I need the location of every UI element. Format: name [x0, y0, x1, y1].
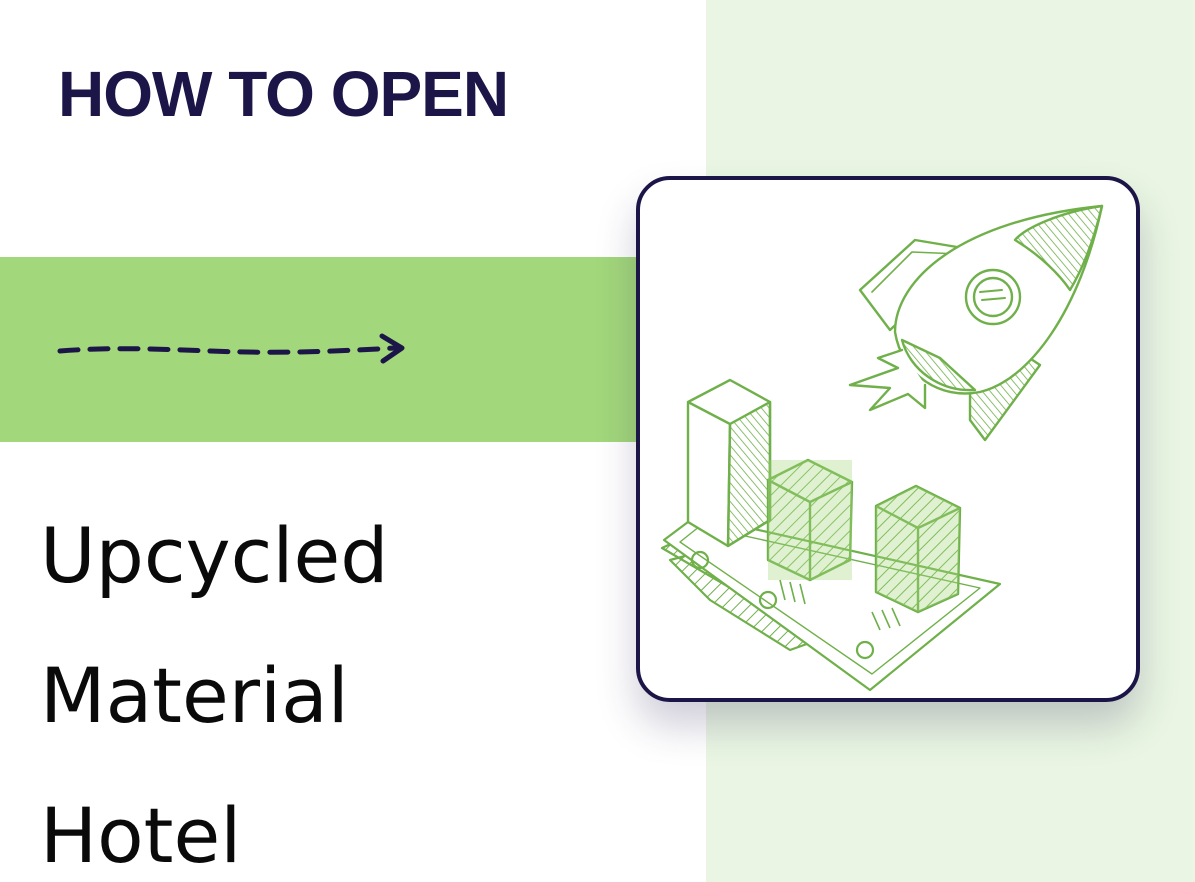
bar-chart-icon: [686, 378, 962, 614]
page-title: Upcycled Material Hotel: [40, 486, 389, 882]
kicker-title: HOW TO OPEN: [58, 58, 509, 130]
title-line-1: Upcycled: [40, 511, 389, 600]
illustration-card: [636, 176, 1140, 702]
title-line-3: Hotel: [40, 791, 242, 880]
banknote-icon: [660, 514, 1002, 692]
title-line-2: Material: [40, 651, 349, 740]
rocket-icon: [848, 204, 1104, 442]
illustration-svg: [660, 204, 1104, 692]
dashed-arrow-icon: [57, 333, 405, 364]
